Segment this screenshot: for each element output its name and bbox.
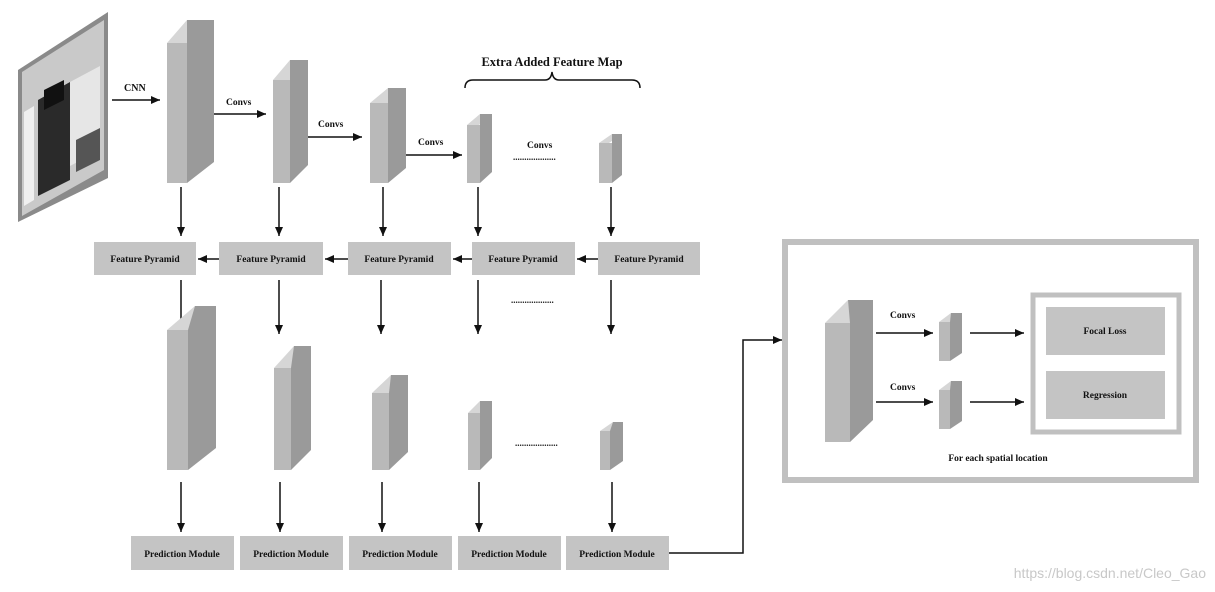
svg-text:Prediction Module: Prediction Module — [362, 550, 438, 560]
arrow-to-detail — [669, 336, 782, 554]
label-convs-3: Convs — [418, 138, 444, 148]
label-cnn: CNN — [124, 83, 146, 94]
svg-text:Feature Pyramid: Feature Pyramid — [488, 255, 558, 265]
svg-text:Feature Pyramid: Feature Pyramid — [614, 255, 684, 265]
svg-text:Feature Pyramid: Feature Pyramid — [110, 255, 180, 265]
dots-bottom: ................... — [515, 438, 558, 448]
loss-frame — [1030, 292, 1182, 435]
svg-text:Prediction Module: Prediction Module — [253, 550, 329, 560]
head-block-5 — [600, 422, 623, 470]
label-convs-2: Convs — [318, 120, 344, 130]
head-block-1 — [167, 306, 216, 470]
extra-block-1 — [467, 114, 492, 183]
feature-pyramid-box-2: Feature Pyramid — [219, 242, 323, 275]
svg-text:Prediction Module: Prediction Module — [144, 550, 220, 560]
feature-pyramid-box-1: Feature Pyramid — [94, 242, 196, 275]
backbone-block-3 — [370, 88, 406, 183]
svg-text:Regression: Regression — [1083, 391, 1128, 401]
label-for-each-spatial-location: For each spatial location — [948, 454, 1048, 464]
label-convs-4: Convs — [527, 141, 553, 151]
prediction-module-1: Prediction Module — [131, 536, 234, 570]
head-block-2 — [274, 346, 311, 470]
detail-panel — [782, 239, 1199, 483]
feature-pyramid-box-3: Feature Pyramid — [348, 242, 451, 275]
title-extra-feature-map: Extra Added Feature Map — [481, 55, 622, 69]
prediction-module-5: Prediction Module — [566, 536, 669, 570]
head-block-4 — [468, 401, 492, 470]
label-detail-convs-2: Convs — [890, 383, 916, 393]
prediction-module-3: Prediction Module — [349, 536, 452, 570]
svg-text:Feature Pyramid: Feature Pyramid — [236, 255, 306, 265]
dots-middle: ................... — [511, 295, 554, 305]
brace — [464, 71, 641, 89]
label-detail-convs-1: Convs — [890, 311, 916, 321]
head-block-3 — [372, 375, 408, 470]
dots-top: ................... — [513, 152, 556, 162]
svg-text:Focal Loss: Focal Loss — [1083, 327, 1126, 337]
prediction-module-2: Prediction Module — [240, 536, 343, 570]
regression-box: Regression — [1046, 371, 1165, 419]
svg-text:Prediction Module: Prediction Module — [471, 550, 547, 560]
watermark: https://blog.csdn.net/Cleo_Gao — [1014, 565, 1206, 581]
prediction-module-4: Prediction Module — [458, 536, 561, 570]
feature-pyramid-box-4: Feature Pyramid — [472, 242, 575, 275]
backbone-block-2 — [273, 60, 308, 183]
input-image — [18, 12, 108, 222]
focal-loss-box: Focal Loss — [1046, 307, 1165, 355]
svg-text:Prediction Module: Prediction Module — [579, 550, 655, 560]
backbone-block-1 — [167, 20, 214, 183]
svg-text:Feature Pyramid: Feature Pyramid — [364, 255, 434, 265]
label-convs-1: Convs — [226, 98, 252, 108]
extra-block-2 — [599, 134, 622, 183]
feature-pyramid-box-5: Feature Pyramid — [598, 242, 700, 275]
